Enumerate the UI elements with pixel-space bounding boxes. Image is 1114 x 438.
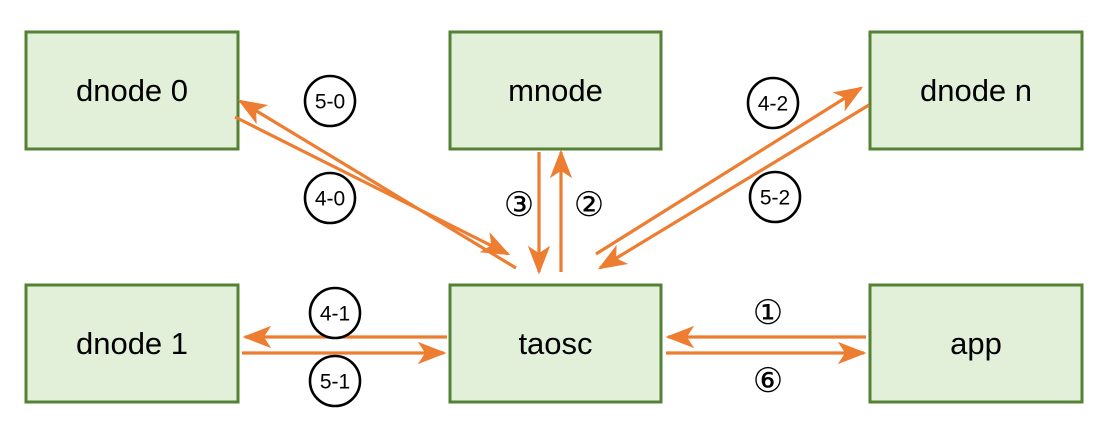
badge-2-label: ②: [574, 185, 604, 225]
node-dnode0[interactable]: dnode 0: [24, 30, 240, 151]
node-app-box: [868, 283, 1084, 404]
badge-4-2-circle: [746, 76, 800, 130]
node-taosc-label: taosc: [518, 326, 592, 361]
badge-4-1-label: 4-1: [320, 303, 350, 326]
badge-4-1[interactable]: 4-1: [308, 286, 362, 340]
badge-5-2-circle: [748, 170, 802, 224]
badge-3[interactable]: ③: [504, 185, 534, 225]
node-dnode1[interactable]: dnode 1: [24, 283, 240, 404]
badge-5-0[interactable]: 5-0: [303, 74, 357, 128]
node-dnode0-box: [24, 30, 240, 151]
badge-5-2-label: 5-2: [760, 187, 790, 210]
node-mnode-box: [448, 30, 663, 151]
node-dnoden[interactable]: dnode n: [868, 30, 1084, 151]
edge-4-0-line[interactable]: [234, 115, 511, 256]
badge-5-0-circle: [303, 74, 357, 128]
badge-4-0-label: 4-0: [315, 188, 345, 211]
badge-3-label: ③: [504, 185, 534, 225]
badge-5-1-circle: [308, 354, 362, 408]
edge-5-0-line[interactable]: [237, 99, 517, 270]
node-taosc-box: [448, 283, 663, 404]
node-dnoden-box: [868, 30, 1084, 151]
node-dnode1-box: [24, 283, 240, 404]
badge-4-2-label: 4-2: [758, 93, 788, 116]
badge-4-0[interactable]: 4-0: [303, 171, 357, 225]
node-app[interactable]: app: [868, 283, 1084, 404]
node-mnode-label: mnode: [508, 73, 603, 108]
node-dnoden-label: dnode n: [920, 73, 1032, 108]
badge-5-0-label: 5-0: [315, 91, 345, 114]
node-taosc[interactable]: taosc: [448, 283, 663, 404]
badge-6-label: ⑥: [753, 361, 783, 401]
badge-1-label: ①: [753, 293, 783, 333]
badge-2[interactable]: ②: [574, 185, 604, 225]
badge-4-2[interactable]: 4-2: [746, 76, 800, 130]
badge-5-1-label: 5-1: [320, 371, 350, 394]
edge-4-2-line[interactable]: [595, 86, 864, 256]
badge-1[interactable]: ①: [753, 293, 783, 333]
badge-4-0-circle: [303, 171, 357, 225]
badge-4-1-circle: [308, 286, 362, 340]
node-dnode1-label: dnode 1: [76, 326, 188, 361]
badge-5-1[interactable]: 5-1: [308, 354, 362, 408]
edge-5-2-line[interactable]: [597, 103, 870, 270]
badge-6[interactable]: ⑥: [753, 361, 783, 401]
badge-5-2[interactable]: 5-2: [748, 170, 802, 224]
node-mnode[interactable]: mnode: [448, 30, 663, 151]
node-dnode0-label: dnode 0: [76, 73, 188, 108]
node-app-label: app: [950, 326, 1002, 361]
